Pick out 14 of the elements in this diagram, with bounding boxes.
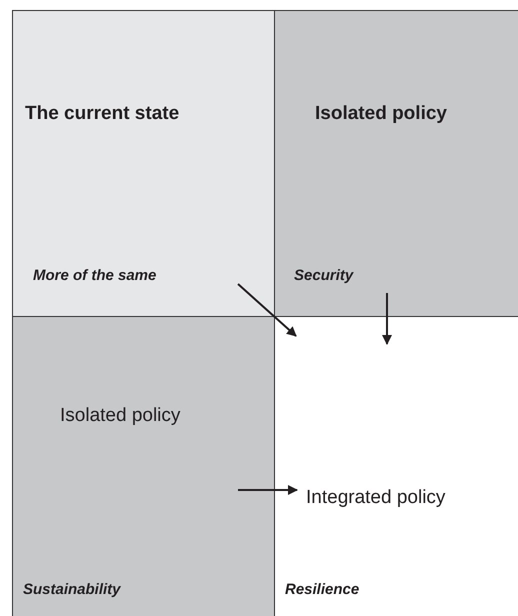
quadrant-panel: [12, 10, 275, 317]
arrow: [237, 283, 297, 337]
quadrant-panel: [12, 316, 275, 616]
quadrant-label: Sustainability: [23, 581, 121, 598]
arrow: [382, 293, 392, 345]
quadrant-heading: The current state: [25, 103, 180, 125]
quadrant-label: Security: [294, 267, 354, 284]
quadrant-heading: Isolated policy: [60, 405, 180, 427]
quadrant-label: More of the same: [33, 267, 156, 284]
quadrant-label: Resilience: [285, 581, 360, 598]
arrow: [238, 485, 298, 495]
quadrant-panel: [274, 10, 518, 317]
quadrant-heading: Integrated policy: [306, 487, 446, 509]
quadrant-heading: Isolated policy: [315, 103, 447, 125]
